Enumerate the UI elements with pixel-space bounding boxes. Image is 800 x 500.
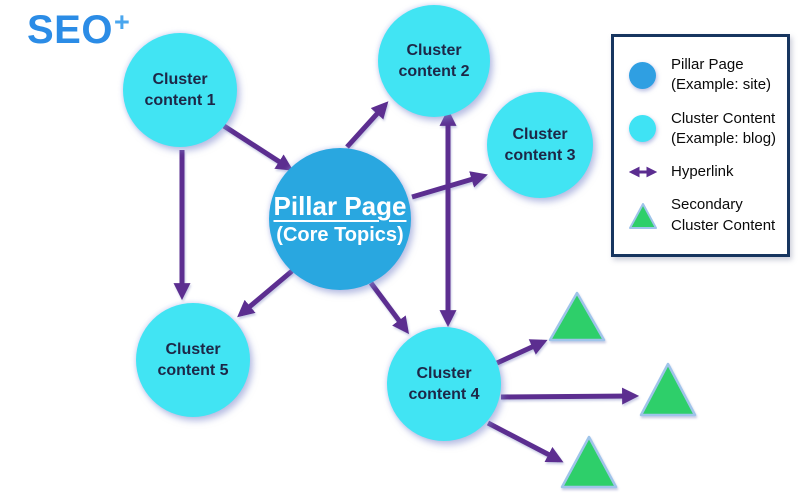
cluster-4-label-line2: content 4: [408, 386, 480, 403]
legend-item-hyperlink: Hyperlink: [614, 162, 787, 182]
pillar-page-subtitle: (Core Topics): [276, 224, 404, 247]
secondary-triangle-icon-2: [639, 362, 697, 417]
arrow-pillar-to-cluster5: [237, 269, 294, 318]
secondary-triangle-icon-1: [548, 291, 606, 342]
pillar-page-title: Pillar Page: [273, 190, 407, 221]
cluster-4-label-line1: Cluster: [416, 364, 472, 382]
legend-hyperlink-label: Hyperlink: [671, 163, 734, 181]
arrow-cluster4-to-triangle3: [486, 420, 564, 463]
arrow-pillar-to-cluster2: [345, 101, 389, 149]
secondary-triangle-icon-3: [560, 435, 618, 489]
legend-cluster-label-line1: Cluster Content: [671, 109, 776, 127]
cluster-5-label-line1: Cluster: [165, 340, 221, 358]
legend-cluster-label-line2: (Example: blog): [671, 129, 777, 147]
hyperlink-arrow-icon: [628, 166, 657, 178]
arrow-cluster4-to-triangle1: [495, 339, 548, 366]
pillar-circle-icon: [629, 61, 656, 89]
seo-logo-plus: +: [113, 7, 131, 37]
seo-logo: SEO+: [27, 7, 131, 52]
cluster-2-label-line2: content 2: [398, 63, 470, 80]
legend-secondary-label-line2: Cluster Content: [671, 216, 776, 234]
legend-box: Pillar Page (Example: site) Cluster Cont…: [611, 34, 790, 257]
cluster-node-1: Cluster content 1: [123, 33, 237, 147]
arrow-cluster1-to-pillar: [222, 123, 294, 171]
legend-item-secondary-cluster: Secondary Cluster Content: [614, 195, 787, 236]
cluster-3-label-line2: content 3: [504, 147, 576, 164]
arrow-cluster4-to-triangle2: [500, 387, 640, 405]
secondary-triangle-icon: [628, 203, 657, 230]
legend-secondary-label-line1: Secondary: [671, 196, 743, 214]
legend-pillar-label-line1: Pillar Page: [671, 56, 744, 74]
cluster-node-5: Cluster content 5: [136, 303, 250, 417]
cluster-1-label-line1: Cluster: [152, 70, 208, 88]
arrow-pillar-to-cluster4: [368, 281, 410, 335]
cluster-2-label-line1: Cluster: [406, 41, 462, 59]
legend-item-pillar-page: Pillar Page (Example: site): [614, 55, 787, 96]
seo-logo-text: SEO: [27, 8, 113, 52]
legend-item-cluster-content: Cluster Content (Example: blog): [614, 109, 787, 150]
legend-pillar-label-line2: (Example: site): [671, 76, 772, 94]
cluster-circle-icon: [629, 115, 656, 143]
cluster-5-label-line2: content 5: [157, 362, 229, 379]
cluster-1-label-line2: content 1: [144, 92, 216, 109]
cluster-3-label-line1: Cluster: [512, 125, 568, 143]
cluster-node-3: Cluster content 3: [487, 92, 593, 198]
pillar-page-node: Pillar Page (Core Topics): [269, 148, 411, 290]
cluster-node-4: Cluster content 4: [387, 327, 501, 441]
cluster-node-2: Cluster content 2: [378, 5, 490, 117]
